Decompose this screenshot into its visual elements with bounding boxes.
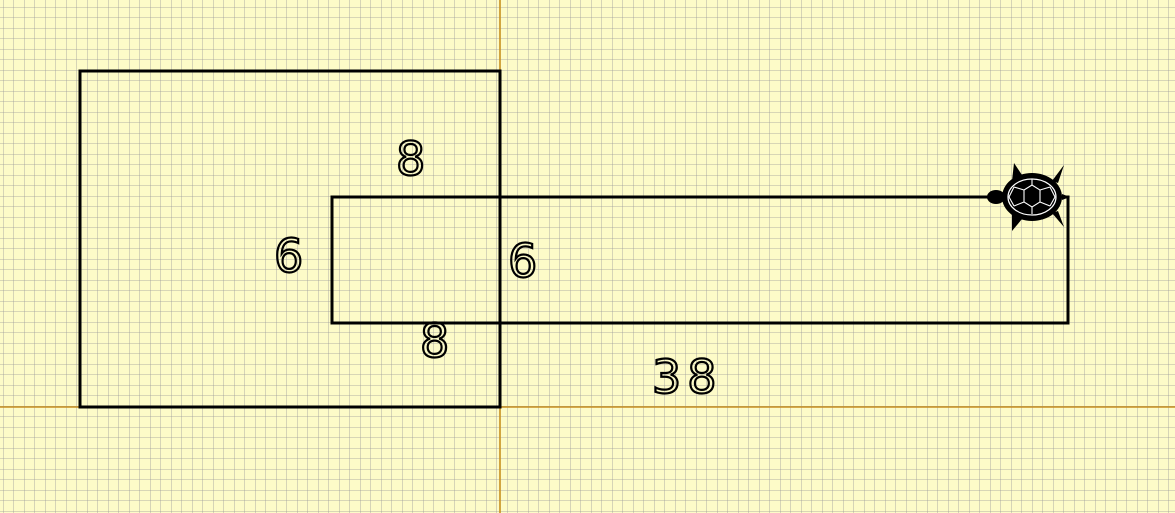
label-bottom-long: 38 — [652, 350, 723, 404]
label-bottom-inner: 8 — [420, 314, 449, 368]
label-left-inner: 6 — [274, 229, 303, 283]
label-top-inner: 8 — [396, 132, 425, 186]
label-right-inner: 6 — [508, 234, 537, 288]
turtle-icon[interactable] — [987, 163, 1070, 231]
large-square — [78, 69, 502, 409]
long-rectangle — [330, 195, 1070, 325]
